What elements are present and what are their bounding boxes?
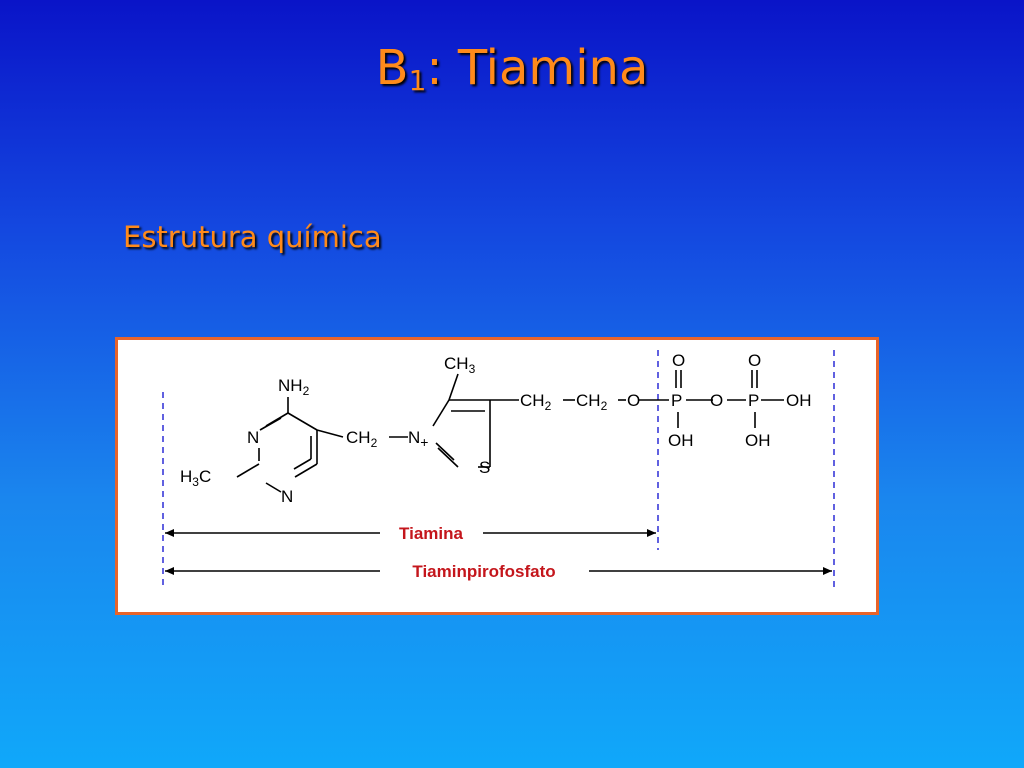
title-subscript: 1 bbox=[408, 64, 427, 97]
nh2-label: NH2 bbox=[278, 376, 310, 398]
tiaminpirofosfato-span-label: Tiaminpirofosfato bbox=[412, 562, 555, 581]
pyro-arrowhead-right bbox=[823, 567, 832, 575]
chain-o-label: O bbox=[627, 391, 640, 410]
p1-oxo-label: O bbox=[672, 351, 685, 370]
h3c-label: H3C bbox=[180, 467, 211, 489]
p2-oxo-label: O bbox=[748, 351, 761, 370]
phosphorus-2-label: P bbox=[748, 391, 759, 410]
tiamina-arrowhead-right bbox=[647, 529, 656, 537]
tiamina-arrowhead-left bbox=[165, 529, 174, 537]
thiazole-s-label: S bbox=[479, 458, 490, 477]
p2-oh-label: OH bbox=[745, 431, 771, 450]
slide-title: B1: Tiamina bbox=[0, 40, 1024, 97]
chain-ch2-a: CH2 bbox=[520, 391, 552, 413]
chain-ch2-b: CH2 bbox=[576, 391, 608, 413]
subtitle: Estrutura química bbox=[123, 220, 382, 254]
title-main: B bbox=[375, 40, 409, 96]
ch3-label: CH3 bbox=[444, 354, 476, 376]
bridge-o-label: O bbox=[710, 391, 723, 410]
n-plus-label: N+ bbox=[408, 428, 428, 450]
bond-lines bbox=[236, 370, 784, 493]
pyrimidine-n-bottom: N bbox=[281, 487, 293, 506]
terminal-oh-label: OH bbox=[786, 391, 812, 410]
thiamine-structure-diagram: NH2 N N H3C CH2 N+ S CH3 CH2 CH2 O P O O… bbox=[162, 350, 835, 588]
pyrimidine-n-top: N bbox=[247, 428, 259, 447]
structure-figure: NH2 N N H3C CH2 N+ S CH3 CH2 CH2 O P O O… bbox=[115, 337, 879, 615]
phosphorus-1-label: P bbox=[671, 391, 682, 410]
pyro-arrowhead-left bbox=[165, 567, 174, 575]
atom-labels: NH2 N N H3C CH2 N+ S CH3 CH2 CH2 O P O O… bbox=[180, 351, 812, 506]
tiamina-span-label: Tiamina bbox=[399, 524, 463, 543]
p1-oh-label: OH bbox=[668, 431, 694, 450]
title-rest: : Tiamina bbox=[426, 40, 649, 96]
ch2-link-label: CH2 bbox=[346, 428, 378, 450]
